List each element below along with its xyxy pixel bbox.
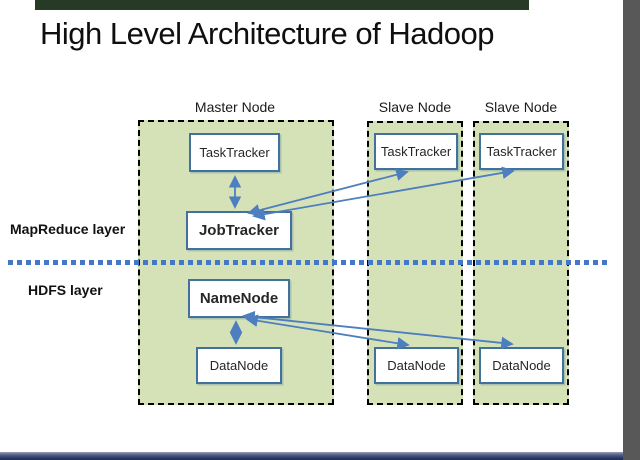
- slave2-tasktracker-node: TaskTracker: [479, 133, 564, 170]
- screen-right-edge-strip: [623, 0, 640, 460]
- top-bar: [35, 0, 529, 10]
- bottom-window-bar: [0, 452, 623, 460]
- master-jobtracker-node: JobTracker: [186, 211, 292, 250]
- slave-node-2-label: Slave Node: [484, 99, 558, 115]
- slave2-datanode-node: DataNode: [479, 347, 564, 384]
- master-namenode-node: NameNode: [188, 279, 290, 318]
- master-node-label: Master Node: [194, 99, 276, 115]
- master-datanode-node: DataNode: [196, 347, 282, 384]
- page-title: High Level Architecture of Hadoop: [40, 16, 494, 51]
- mapreduce-layer-label: MapReduce layer: [10, 221, 126, 237]
- layer-divider-dotted-line: [8, 260, 611, 265]
- slave1-datanode-node: DataNode: [374, 347, 459, 384]
- slave-node-1-label: Slave Node: [378, 99, 452, 115]
- master-tasktracker-node: TaskTracker: [189, 133, 280, 172]
- hdfs-layer-label: HDFS layer: [28, 282, 103, 298]
- slave1-tasktracker-node: TaskTracker: [374, 133, 458, 170]
